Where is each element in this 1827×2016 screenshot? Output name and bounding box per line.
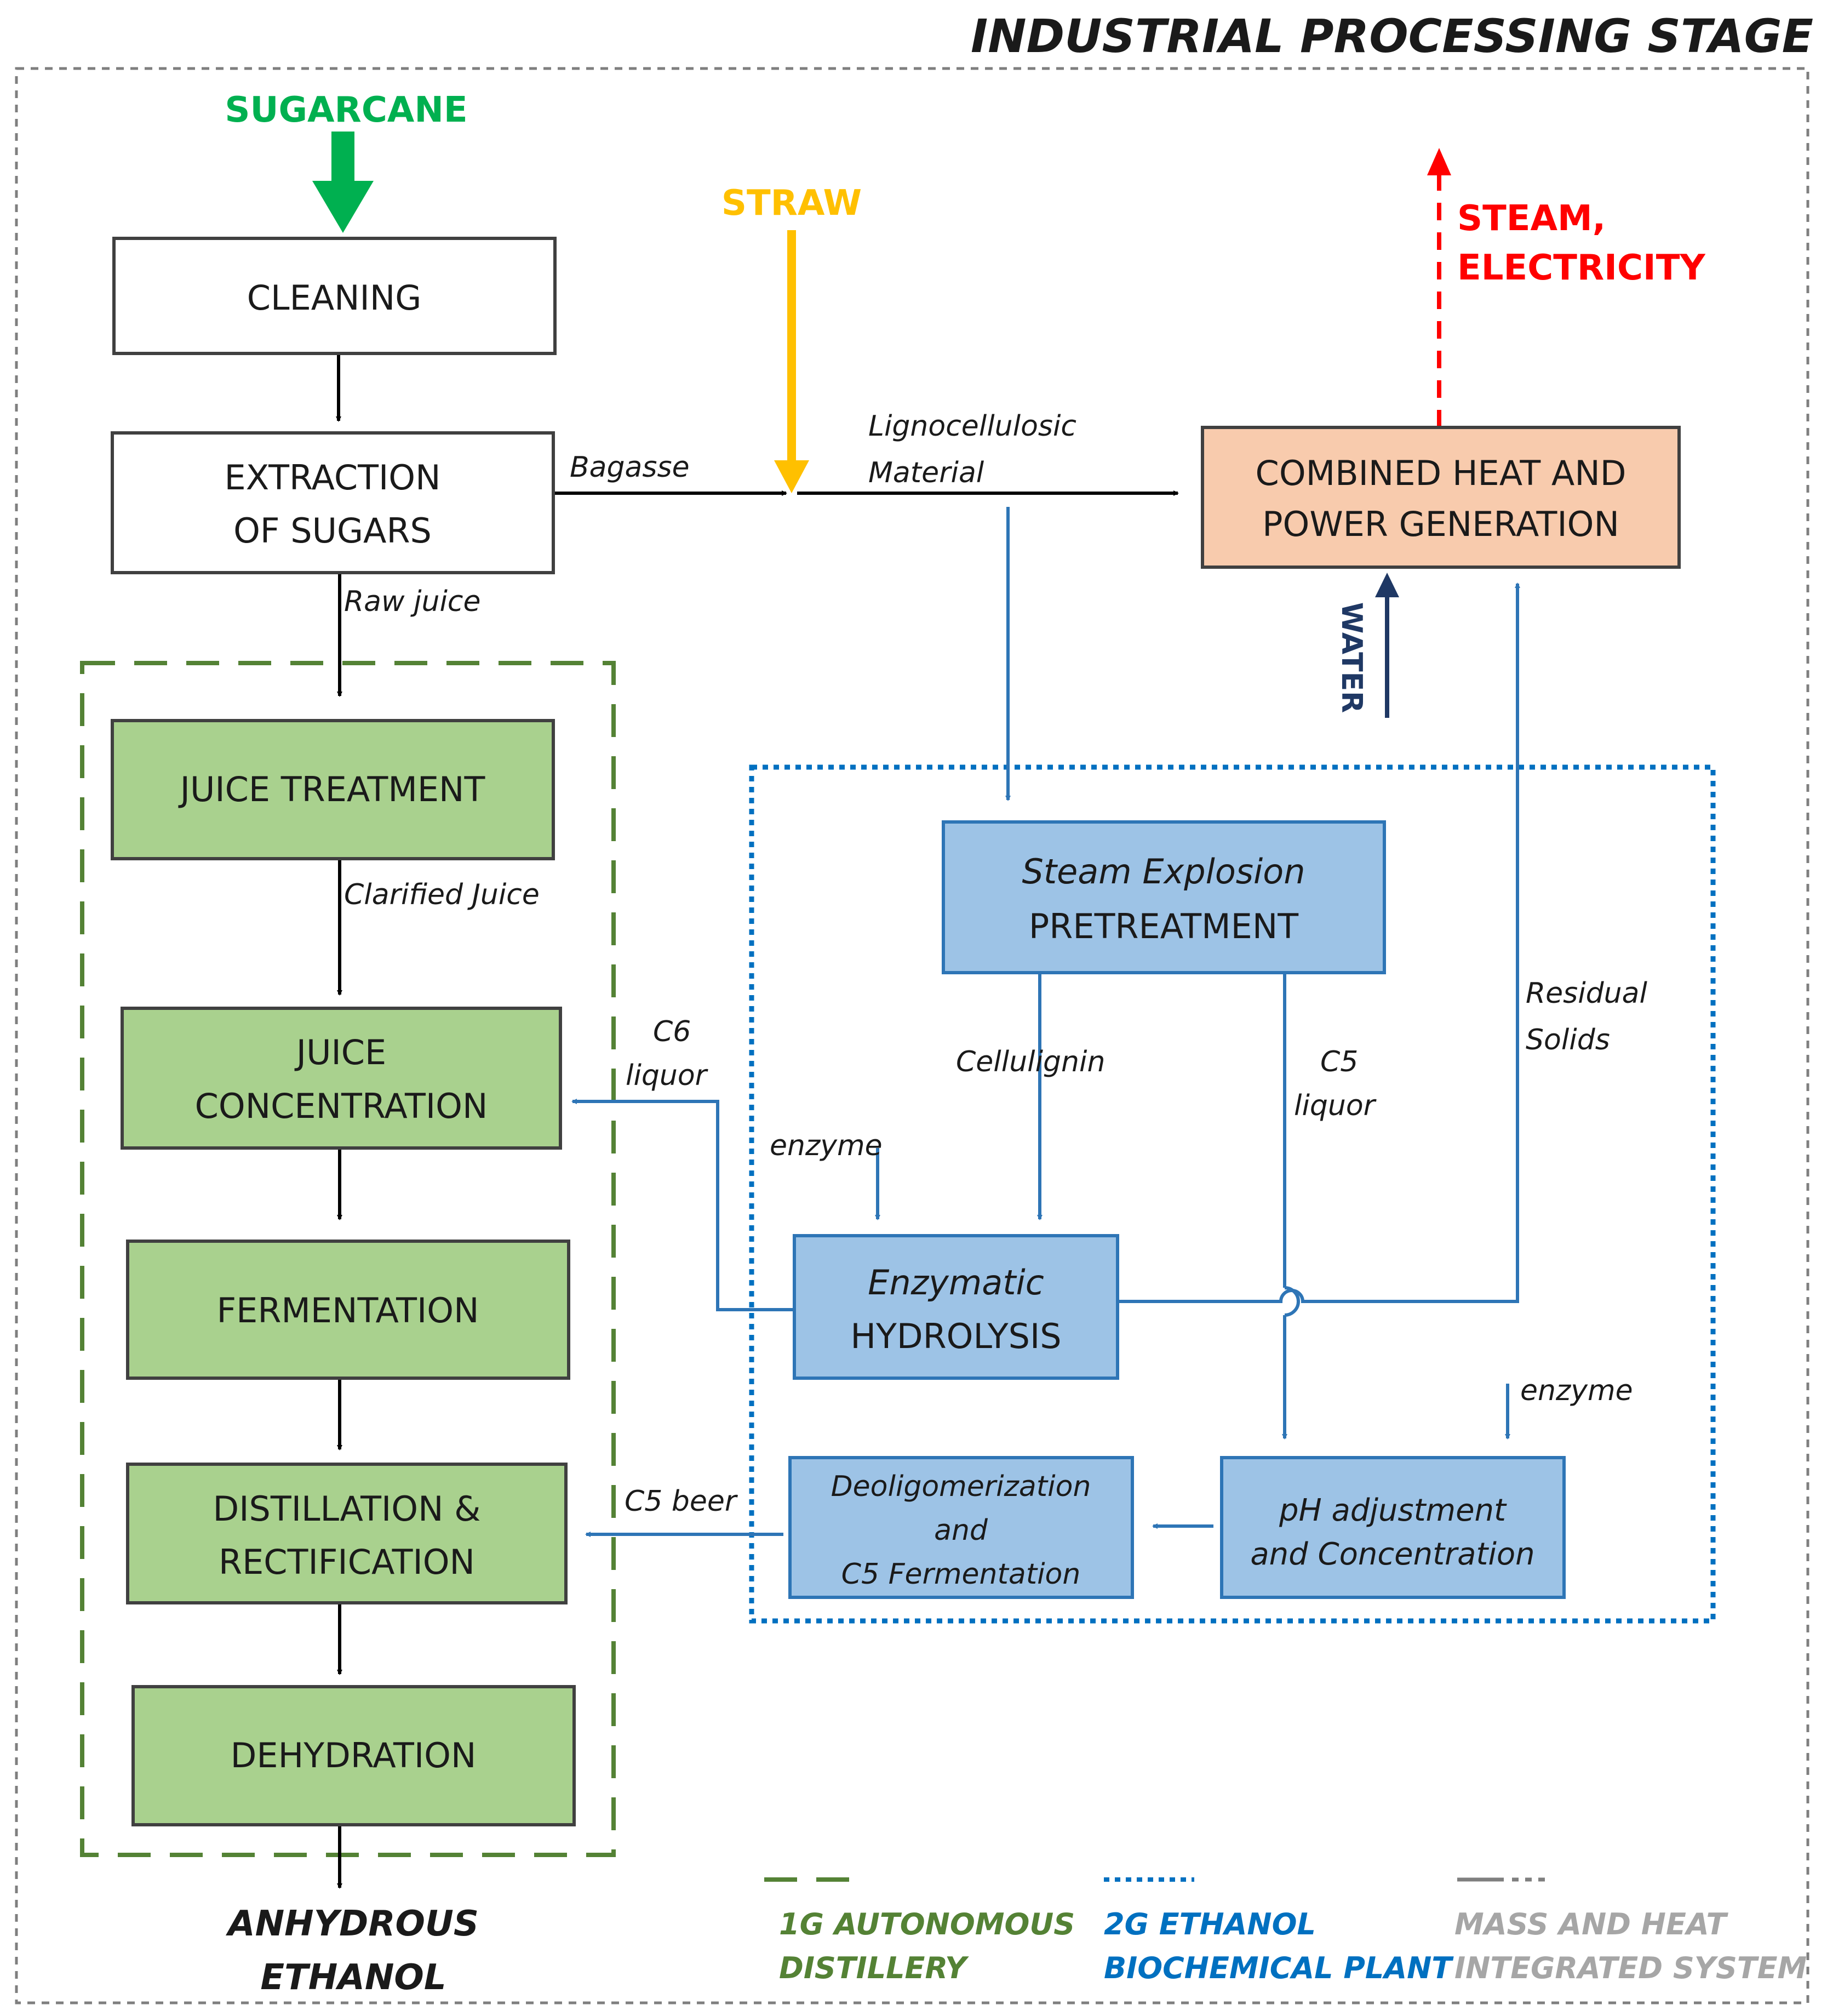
- legend-2g-label-1: 2G ETHANOL: [1104, 1907, 1316, 1941]
- ethanol-label: ETHANOL: [260, 1957, 446, 1998]
- juice-treatment-label: JUICE TREATMENT: [178, 769, 486, 809]
- blue-flow-lines: [571, 507, 1520, 1537]
- cellulignin-label: Cellulignin: [956, 1046, 1105, 1078]
- steam-explosion-box: [942, 820, 1386, 974]
- enzymatic-label-1: Enzymatic: [868, 1263, 1044, 1303]
- deoligomerization-label-3: C5 Fermentation: [841, 1558, 1081, 1591]
- steam-label: STEAM,: [1457, 198, 1606, 239]
- sugarcane-arrow: [312, 132, 374, 233]
- straw-label: STRAW: [721, 183, 862, 224]
- bagasse-label: Bagasse: [570, 451, 690, 484]
- stage-title: INDUSTRIAL PROCESSING STAGE: [971, 9, 1813, 63]
- straw-arrow: [774, 230, 809, 493]
- c6-liquor-label-1: C6: [653, 1015, 691, 1048]
- extraction-label-1: EXTRACTION: [225, 458, 441, 498]
- legend-1g-label-2: DISTILLERY: [779, 1951, 969, 1985]
- steam-electricity-arrow: [1427, 148, 1451, 427]
- deoligomerization-label-1: Deoligomerization: [831, 1470, 1091, 1503]
- lignocellulosic-label-1: Lignocellulosic: [868, 410, 1076, 443]
- legend-1g-label-1: 1G AUTONOMOUS: [779, 1907, 1075, 1941]
- dehydration-box: [131, 1685, 576, 1826]
- deoligomerization-label-2: and: [934, 1514, 988, 1547]
- water-label: WATER: [1335, 602, 1368, 713]
- c5-beer-label: C5 beer: [625, 1485, 738, 1518]
- enzyme-label-2: enzyme: [1520, 1374, 1633, 1407]
- distillation-box: [126, 1463, 568, 1604]
- cleaning-label: CLEANING: [247, 278, 422, 318]
- legend-mh-label-2: INTEGRATED SYSTEM: [1454, 1951, 1807, 1985]
- chp-box: [1201, 426, 1681, 569]
- juice-treatment-box: [111, 719, 555, 860]
- electricity-label: ELECTRICITY: [1457, 248, 1705, 288]
- distillation-label-2: RECTIFICATION: [219, 1542, 475, 1582]
- extraction-box: [111, 431, 555, 574]
- dehydration-label: DEHYDRATION: [231, 1735, 477, 1775]
- enzymatic-label-2: HYDROLYSIS: [850, 1316, 1061, 1356]
- c5-liquor-label-2: liquor: [1294, 1089, 1377, 1122]
- anhydrous-label: ANHYDROUS: [225, 1904, 479, 1944]
- residual-solids-label-2: Solids: [1526, 1024, 1610, 1056]
- water-arrow: [1375, 573, 1399, 718]
- chp-label-2: POWER GENERATION: [1262, 504, 1619, 544]
- c6-liquor-label-2: liquor: [626, 1059, 709, 1092]
- enzymatic-hydrolysis-box: [793, 1234, 1119, 1380]
- steam-explosion-label-1: Steam Explosion: [1022, 852, 1305, 892]
- legend-2g-label-2: BIOCHEMICAL PLANT: [1104, 1951, 1454, 1985]
- clarified-juice-label: Clarified Juice: [344, 878, 540, 911]
- legend: 1G AUTONOMOUS DISTILLERY 2G ETHANOL BIOC…: [764, 1877, 1807, 1985]
- sugarcane-label: SUGARCANE: [225, 90, 467, 130]
- c5-liquor-label-1: C5: [1320, 1046, 1358, 1078]
- fermentation-label: FERMENTATION: [217, 1290, 479, 1330]
- extraction-label-2: OF SUGARS: [233, 511, 432, 551]
- juice-concentration-label-1: JUICE: [294, 1032, 386, 1072]
- ph-adjustment-label-2: and Concentration: [1250, 1537, 1534, 1572]
- cleaning-box: [112, 237, 557, 355]
- legend-mh-label-1: MASS AND HEAT: [1454, 1907, 1729, 1941]
- distillation-label-1: DISTILLATION &: [213, 1489, 480, 1529]
- residual-solids-label-1: Residual: [1526, 977, 1647, 1010]
- lignocellulosic-label-2: Material: [868, 456, 984, 489]
- deoligomerization-box: [788, 1456, 1134, 1599]
- ph-adjustment-label-1: pH adjustment: [1279, 1493, 1507, 1528]
- 1g-distillery-boundary: [80, 661, 616, 1857]
- juice-concentration-label-2: CONCENTRATION: [195, 1086, 488, 1126]
- black-flow-lines: [336, 355, 1179, 1889]
- ph-adjustment-box: [1220, 1456, 1566, 1599]
- integrated-system-boundary: [15, 67, 1809, 2004]
- fermentation-box: [126, 1240, 570, 1380]
- 2g-plant-boundary: [749, 764, 1716, 1624]
- juice-concentration-box: [121, 1007, 562, 1150]
- enzyme-label-1: enzyme: [770, 1129, 883, 1162]
- raw-juice-label: Raw juice: [344, 585, 481, 618]
- steam-explosion-label-2: PRETREATMENT: [1029, 906, 1299, 946]
- chp-label-1: COMBINED HEAT AND: [1256, 453, 1626, 493]
